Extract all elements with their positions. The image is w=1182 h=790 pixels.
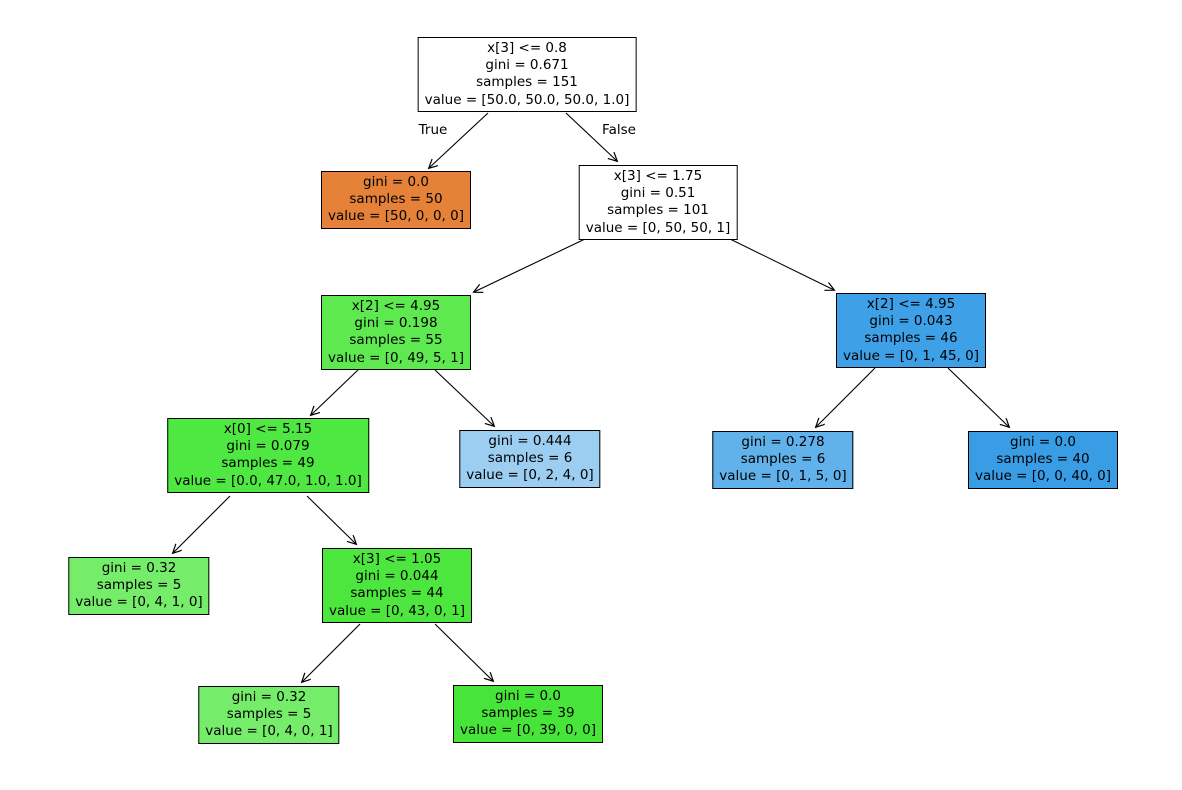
node-value: value = [0, 50, 50, 1] — [585, 219, 731, 236]
node-gini: gini = 0.198 — [354, 315, 438, 332]
tree-node-2: x[3] <= 1.75 gini = 0.51 samples = 101 v… — [578, 165, 738, 240]
edge-n4-to-n6 — [311, 369, 359, 415]
node-samples: samples = 46 — [864, 330, 958, 347]
node-samples: samples = 50 — [349, 191, 443, 208]
node-samples: samples = 6 — [740, 451, 826, 468]
tree-node-3: x[2] <= 4.95 gini = 0.198 samples = 55 v… — [321, 295, 471, 370]
node-gini: gini = 0.278 — [741, 434, 825, 450]
node-samples: samples = 49 — [221, 455, 315, 472]
node-samples: samples = 55 — [349, 332, 443, 349]
edge-label-false: False — [602, 122, 636, 138]
node-samples: samples = 151 — [476, 74, 578, 91]
node-gini: gini = 0.51 — [620, 185, 696, 202]
tree-node-10: x[3] <= 1.05 gini = 0.044 samples = 44 v… — [322, 548, 472, 623]
node-samples: samples = 101 — [607, 202, 709, 219]
node-split-condition: x[3] <= 0.8 — [487, 40, 567, 56]
node-gini: gini = 0.0 — [495, 688, 561, 704]
node-split-condition: x[2] <= 4.95 — [866, 296, 956, 312]
node-split-condition: x[3] <= 1.75 — [613, 168, 703, 184]
node-value: value = [0, 0, 40, 0] — [975, 468, 1111, 485]
node-gini: gini = 0.044 — [355, 568, 439, 585]
node-samples: samples = 5 — [96, 577, 182, 594]
node-samples: samples = 5 — [226, 706, 312, 723]
edge-n11-to-n12 — [302, 623, 361, 682]
node-split-condition: x[3] <= 1.05 — [352, 551, 442, 567]
node-gini: gini = 0.32 — [231, 689, 307, 705]
node-value: value = [50, 0, 0, 0] — [328, 208, 464, 225]
edge-n5-to-n8 — [816, 367, 876, 427]
node-gini: gini = 0.0 — [363, 174, 429, 190]
edge-n11-to-n13 — [434, 623, 493, 681]
node-gini: gini = 0.079 — [226, 438, 310, 455]
tree-node-11: gini = 0.32 samples = 5 value = [0, 4, 0… — [198, 686, 340, 744]
tree-node-1: gini = 0.0 samples = 50 value = [50, 0, … — [321, 171, 471, 229]
tree-node-7: gini = 0.278 samples = 6 value = [0, 1, … — [712, 431, 854, 489]
node-value: value = [0, 4, 0, 1] — [205, 723, 333, 740]
node-value: value = [0, 1, 45, 0] — [843, 347, 979, 364]
node-gini: gini = 0.043 — [869, 313, 953, 330]
node-value: value = [0, 49, 5, 1] — [328, 349, 464, 366]
edge-root-to-left-leaf — [429, 112, 489, 168]
node-split-condition: x[2] <= 4.95 — [351, 298, 441, 314]
edge-n6-to-n11 — [306, 495, 356, 544]
tree-node-4: x[2] <= 4.95 gini = 0.043 samples = 46 v… — [836, 293, 986, 368]
node-value: value = [0, 4, 1, 0] — [75, 594, 203, 611]
edge-root-to-right-split — [565, 112, 617, 161]
node-samples: samples = 39 — [481, 705, 575, 722]
edge-n3-to-n5 — [729, 238, 834, 290]
tree-node-5: x[0] <= 5.15 gini = 0.079 samples = 49 v… — [167, 418, 369, 493]
node-value: value = [50.0, 50.0, 50.0, 1.0] — [424, 91, 630, 108]
node-value: value = [0.0, 47.0, 1.0, 1.0] — [174, 472, 362, 489]
tree-node-8: gini = 0.0 samples = 40 value = [0, 0, 4… — [968, 431, 1118, 489]
node-value: value = [0, 1, 5, 0] — [719, 468, 847, 485]
node-samples: samples = 6 — [487, 450, 573, 467]
node-gini: gini = 0.0 — [1010, 434, 1076, 450]
edge-label-true: True — [418, 122, 448, 138]
node-gini: gini = 0.444 — [488, 433, 572, 449]
node-gini: gini = 0.671 — [485, 57, 569, 74]
node-samples: samples = 40 — [996, 451, 1090, 468]
tree-node-6: gini = 0.444 samples = 6 value = [0, 2, … — [459, 430, 601, 488]
node-gini: gini = 0.32 — [101, 560, 177, 576]
node-value: value = [0, 2, 4, 0] — [466, 467, 594, 484]
tree-node-root: x[3] <= 0.8 gini = 0.671 samples = 151 v… — [417, 37, 637, 112]
node-value: value = [0, 39, 0, 0] — [460, 722, 596, 739]
node-value: value = [0, 43, 0, 1] — [329, 602, 465, 619]
tree-node-9: gini = 0.32 samples = 5 value = [0, 4, 1… — [68, 557, 210, 615]
edge-n6-to-n10 — [173, 495, 231, 553]
edge-n3-to-n4 — [474, 238, 586, 292]
tree-node-12: gini = 0.0 samples = 39 value = [0, 39, … — [453, 685, 603, 743]
node-samples: samples = 44 — [350, 585, 444, 602]
edge-n4-to-n7 — [434, 369, 494, 426]
edge-n5-to-n9 — [947, 367, 1009, 427]
node-split-condition: x[0] <= 5.15 — [223, 421, 313, 437]
